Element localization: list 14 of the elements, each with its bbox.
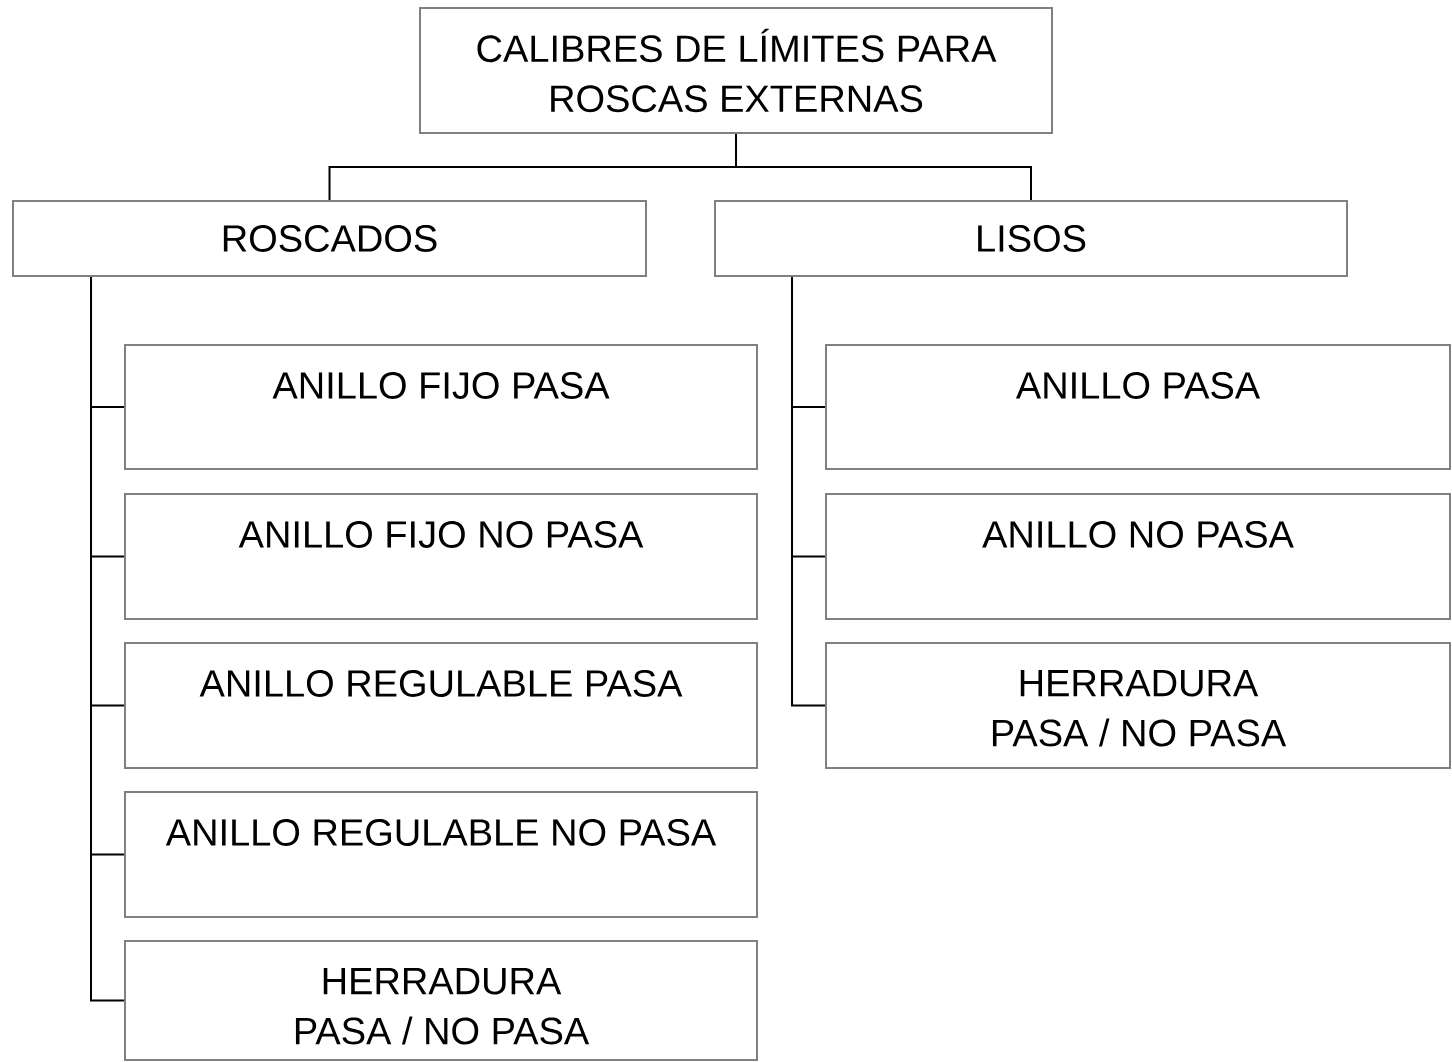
- title-box: CALIBRES DE LÍMITES PARA ROSCAS EXTERNAS: [419, 7, 1053, 134]
- gauge-box: ANILLO PASA: [825, 344, 1451, 470]
- connector-line: [90, 276, 125, 1002]
- gauge-box: ANILLO FIJO NO PASA: [124, 493, 758, 620]
- category-box: ROSCADOS: [12, 200, 647, 277]
- connector-line: [791, 276, 826, 707]
- connector-line: [735, 133, 1032, 201]
- gauge-box: ANILLO FIJO PASA: [124, 344, 758, 470]
- category-box: LISOS: [714, 200, 1348, 277]
- gauge-box: HERRADURA PASA / NO PASA: [825, 642, 1451, 769]
- gauge-box: HERRADURA PASA / NO PASA: [124, 940, 758, 1061]
- gauge-box: ANILLO REGULABLE PASA: [124, 642, 758, 769]
- gauge-box: ANILLO REGULABLE NO PASA: [124, 791, 758, 918]
- gauge-box: ANILLO NO PASA: [825, 493, 1451, 620]
